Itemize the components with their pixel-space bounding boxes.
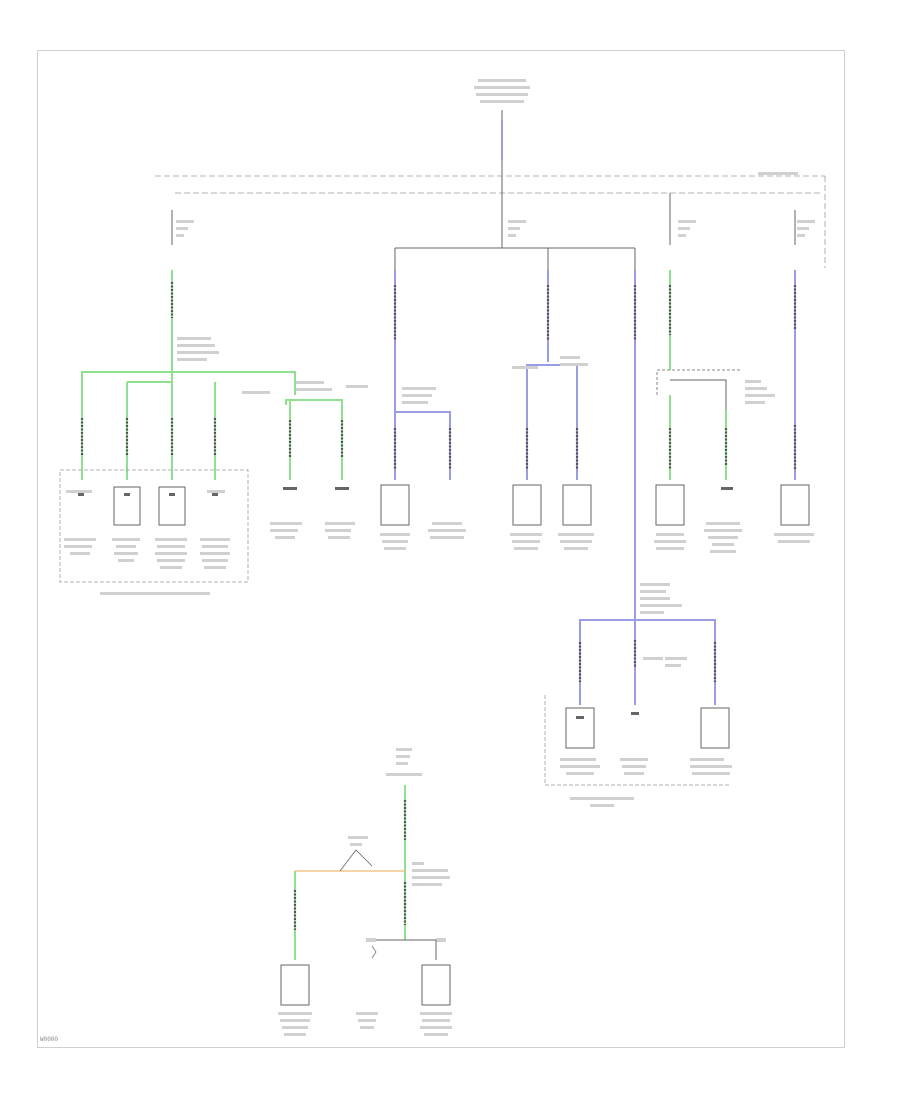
diagram-frame: [37, 50, 845, 1048]
branch-green-right: [654, 270, 775, 553]
fuse-labels: [176, 220, 815, 237]
bus-label: [758, 172, 798, 175]
branch-violet-right: [774, 270, 814, 543]
branch-lower: [278, 785, 452, 1036]
branch-violet-switches: [510, 270, 594, 550]
diagram-id: W0000: [40, 1036, 59, 1043]
branch-green-pair: [242, 381, 368, 539]
component-group-left: [59, 469, 249, 595]
distribution-bar: [394, 247, 636, 270]
component-group-lower-right: [544, 695, 732, 807]
lower-source-header: [386, 748, 422, 776]
branch-violet-long: [578, 270, 717, 705]
branch-green-left: [80, 270, 296, 480]
branch-violet-pair: [380, 270, 466, 550]
dashed-bus-lines: [155, 175, 826, 268]
power-source-header: [474, 79, 530, 103]
fuse-drops: [171, 176, 796, 248]
